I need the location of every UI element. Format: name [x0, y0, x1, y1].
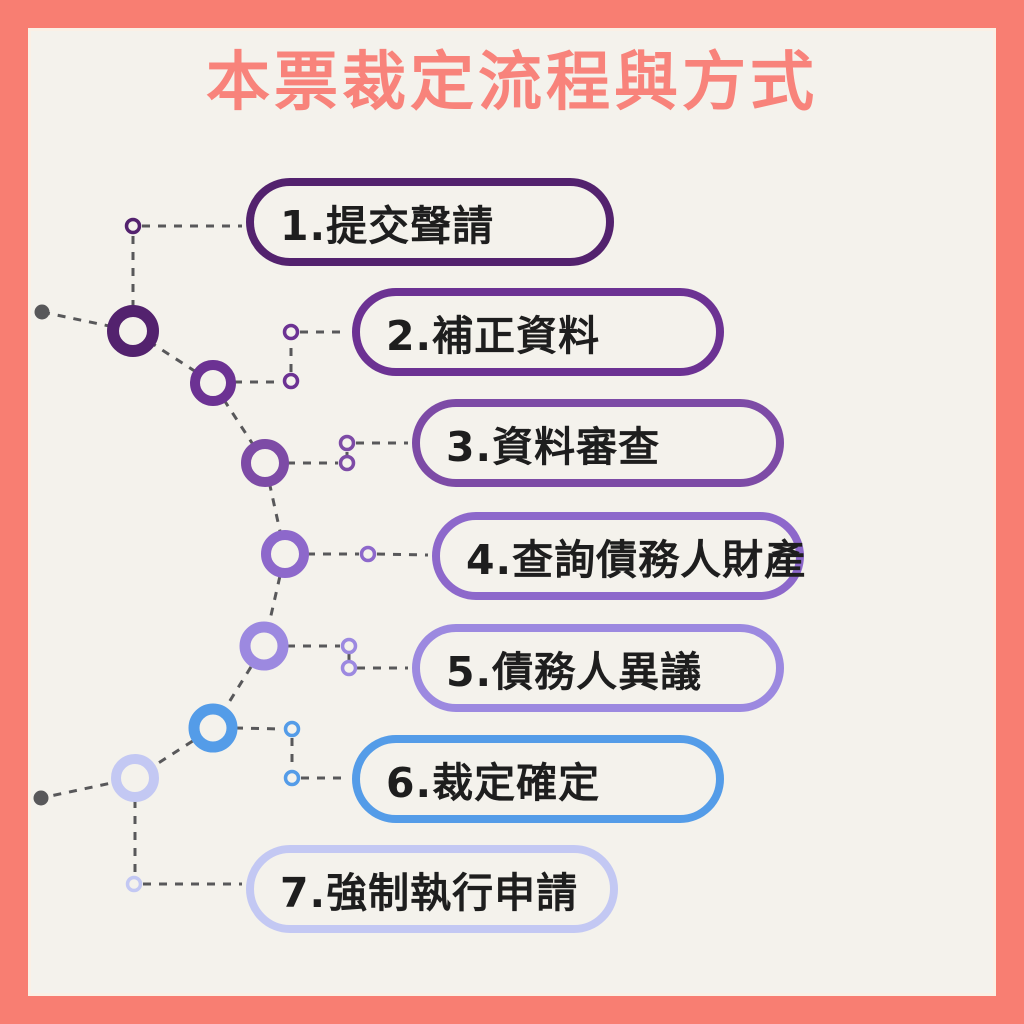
- step-label-7: 7.強制執行申請: [280, 869, 579, 917]
- step-label-5: 5.債務人異議: [446, 648, 703, 696]
- step-pill-3: 3.資料審查: [412, 399, 784, 487]
- step-pill-2: 2.補正資料: [352, 288, 724, 376]
- step-label-2: 2.補正資料: [386, 312, 601, 360]
- step-pill-1: 1.提交聲請: [246, 178, 614, 266]
- step-label-4: 4.查詢債務人財產: [466, 536, 807, 584]
- step-pill-6: 6.裁定確定: [352, 735, 724, 823]
- step-label-3: 3.資料審查: [446, 423, 661, 471]
- step-pill-7: 7.強制執行申請: [246, 845, 618, 933]
- step-label-6: 6.裁定確定: [386, 759, 601, 807]
- step-pill-4: 4.查詢債務人財產: [432, 512, 807, 600]
- step-label-1: 1.提交聲請: [280, 202, 495, 250]
- page-title: 本票裁定流程與方式: [206, 46, 818, 120]
- step-pill-5: 5.債務人異議: [412, 624, 784, 712]
